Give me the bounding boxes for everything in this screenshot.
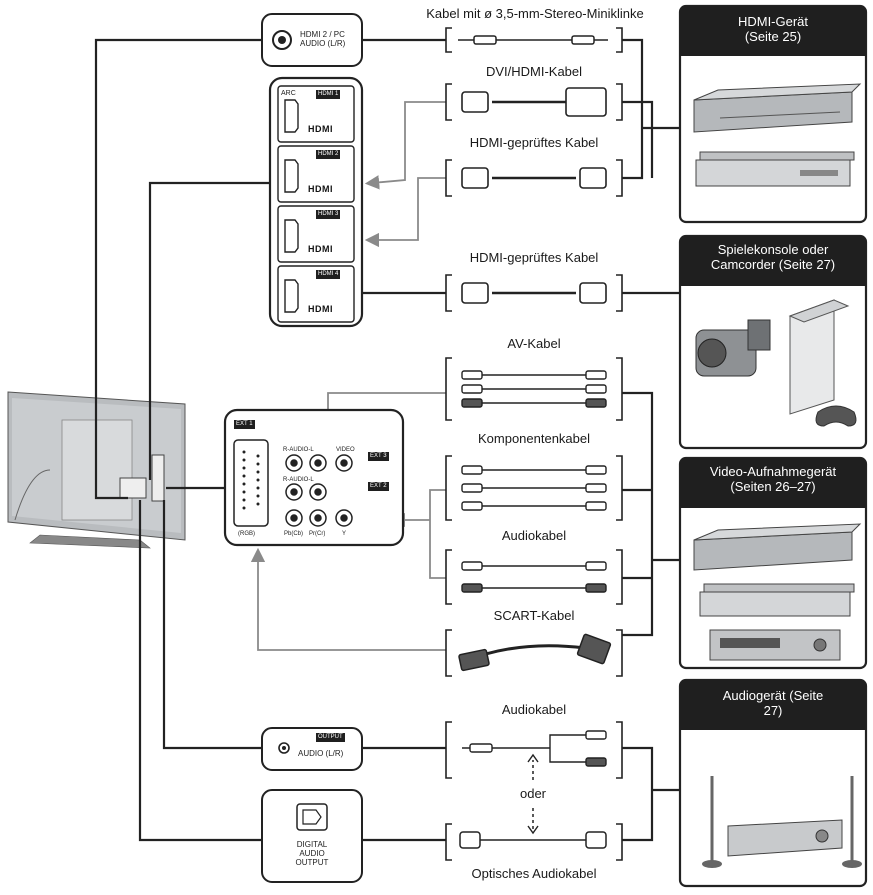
audio-system-icon — [702, 776, 862, 868]
output-audio-label: AUDIO (L/R) — [298, 749, 344, 758]
hdmi-device-header: HDMI-Gerät (Seite 25) — [680, 6, 866, 56]
hdmi-logo-4: HDMI — [308, 304, 333, 314]
hdmi-ports — [277, 85, 355, 323]
audio-device-header: Audiogerät (Seite 27) — [680, 680, 866, 730]
cable-component — [461, 465, 607, 511]
hdmi-cable-label-1: HDMI-geprüftes Kabel — [469, 135, 599, 150]
audio-cable-label-2: Audiokabel — [501, 702, 567, 717]
pb-cb-label: Pb(Cb) — [284, 531, 304, 537]
vcr-icon — [709, 629, 841, 661]
dvd-recorder-icon — [699, 583, 855, 617]
hdmi-2-tag: HDMI 2 — [316, 150, 341, 159]
ext3-tag: EXT 3 — [368, 452, 389, 461]
pr-cr-label: Pr(Cr) — [309, 531, 326, 537]
rgb-label: (RGB) — [238, 531, 255, 537]
minijack-cable-label: Kabel mit ø 3,5-mm-Stereo-Miniklinke — [426, 6, 644, 21]
rca-jacks — [285, 454, 353, 527]
hdmi-logo-3: HDMI — [308, 244, 333, 254]
ext-panel — [223, 408, 405, 547]
r-audio-l-bottom-label: R-AUDIO-L — [283, 477, 314, 483]
cable-hdmi-2 — [461, 282, 607, 304]
optical-cable-label: Optisches Audiokabel — [471, 866, 597, 881]
cable-dvi-hdmi — [461, 87, 607, 117]
bluray-player-icon — [693, 83, 862, 133]
r-audio-l-top-label: R-AUDIO-L — [283, 447, 314, 453]
cable-minijack — [458, 35, 608, 45]
cable-audio-2 — [462, 730, 607, 767]
hdmi-1-tag: HDMI 1 — [316, 90, 341, 99]
hdmi-cable-label-2: HDMI-geprüftes Kabel — [469, 250, 599, 265]
hdmi-logo-1: HDMI — [308, 124, 333, 134]
device-panels — [678, 4, 868, 888]
digital-output-box — [261, 789, 363, 883]
or-label: oder — [519, 786, 547, 801]
scart-cable-label: SCART-Kabel — [493, 608, 575, 623]
hdmi-4-tag: HDMI 4 — [316, 270, 341, 279]
minijack-port-box — [261, 13, 363, 67]
cable-audio-1 — [461, 561, 607, 593]
hdmi-logo-2: HDMI — [308, 184, 333, 194]
ext1-tag: EXT 1 — [234, 420, 255, 429]
av-cable-label: AV-Kabel — [507, 336, 561, 351]
cable-scart — [458, 633, 612, 672]
scart-pins — [242, 450, 260, 510]
component-cable-label: Komponentenkabel — [477, 431, 591, 446]
scart-socket — [233, 439, 269, 527]
dvi-hdmi-cable-label: DVI/HDMI-Kabel — [485, 64, 583, 79]
cable-av — [461, 370, 607, 408]
cable-brackets — [445, 27, 623, 861]
y-label: Y — [342, 531, 347, 537]
audio-cable-label-1: Audiokabel — [501, 528, 567, 543]
connection-lines — [94, 38, 680, 842]
cable-optical — [459, 831, 607, 849]
hdmi-3-tag: HDMI 3 — [316, 210, 341, 219]
hdmi2-pc-audio-label: HDMI 2 / PC AUDIO (L/R) — [300, 30, 346, 48]
game-console-icon — [788, 299, 857, 427]
video-label: VIDEO — [336, 447, 355, 453]
ext2-tag: EXT 2 — [368, 482, 389, 491]
output-tag: OUTPUT — [316, 733, 345, 742]
camcorder-icon — [695, 319, 771, 377]
dvd-player-icon — [695, 151, 855, 187]
digital-audio-output-label: DIGITAL AUDIO OUTPUT — [295, 840, 329, 867]
bluray-recorder-icon — [693, 523, 862, 571]
recorder-header: Video-Aufnahmegerät (Seiten 26–27) — [680, 458, 866, 508]
cable-hdmi-1 — [461, 167, 607, 189]
console-header: Spielekonsole oder Camcorder (Seite 27) — [680, 236, 866, 286]
arc-label: ARC — [281, 90, 296, 97]
